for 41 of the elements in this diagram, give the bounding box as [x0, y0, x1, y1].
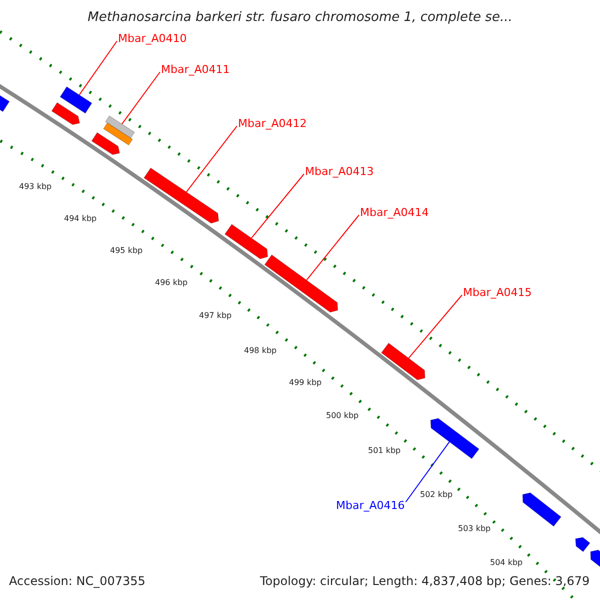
tick-label: 504 kbp — [490, 558, 523, 567]
gene-label: Mbar_A0411 — [161, 63, 230, 76]
leader-line — [408, 294, 462, 359]
tick-label: 495 kbp — [110, 246, 143, 255]
gene-feature — [60, 86, 92, 114]
tick-label: 499 kbp — [289, 378, 322, 387]
tick-label: 493 kbp — [19, 182, 52, 191]
gene-feature — [103, 122, 133, 146]
leader-line — [78, 40, 118, 96]
gene-feature — [91, 132, 120, 155]
gene-feature — [51, 102, 80, 125]
gene-label: Mbar_A0412 — [238, 117, 307, 130]
tick-label: 501 kbp — [368, 446, 401, 455]
tick-label: 496 kbp — [155, 278, 188, 287]
leader-line — [186, 126, 238, 193]
gene-label: Mbar_A0413 — [305, 165, 374, 178]
tick-label: 502 kbp — [420, 490, 453, 499]
tick-label: 497 kbp — [199, 311, 232, 320]
gene-label: Mbar_A0414 — [360, 206, 429, 219]
gene-feature — [144, 168, 219, 224]
footer-text: Topology: circular; Length: 4,837,408 bp; Genes: 3,679 — [260, 574, 590, 588]
gene-feature — [105, 115, 135, 139]
gene-label: Mbar_A0415 — [463, 286, 532, 299]
gene-feature — [522, 492, 562, 527]
tick-label: 494 kbp — [64, 214, 97, 223]
gene-label: Mbar_A0416 — [336, 499, 405, 512]
map-title: Methanosarcina barkeri str. fusaro chromosome 1, complete se... — [86, 10, 514, 25]
footer-text: Accession: NC_007355 — [9, 574, 146, 588]
gene-feature — [264, 254, 338, 313]
gene-feature — [381, 342, 426, 380]
leader-line — [121, 72, 160, 125]
gene-label: Mbar_A0410 — [118, 32, 187, 45]
tick-label: 500 kbp — [326, 411, 359, 420]
tick-label: 503 kbp — [458, 524, 491, 533]
leader-line — [306, 214, 360, 281]
tick-label: 498 kbp — [244, 346, 277, 355]
gene-feature — [430, 418, 480, 460]
gene-feature — [575, 537, 590, 552]
leader-line — [250, 174, 304, 239]
gene-feature — [224, 224, 268, 260]
leader-line — [405, 441, 450, 502]
